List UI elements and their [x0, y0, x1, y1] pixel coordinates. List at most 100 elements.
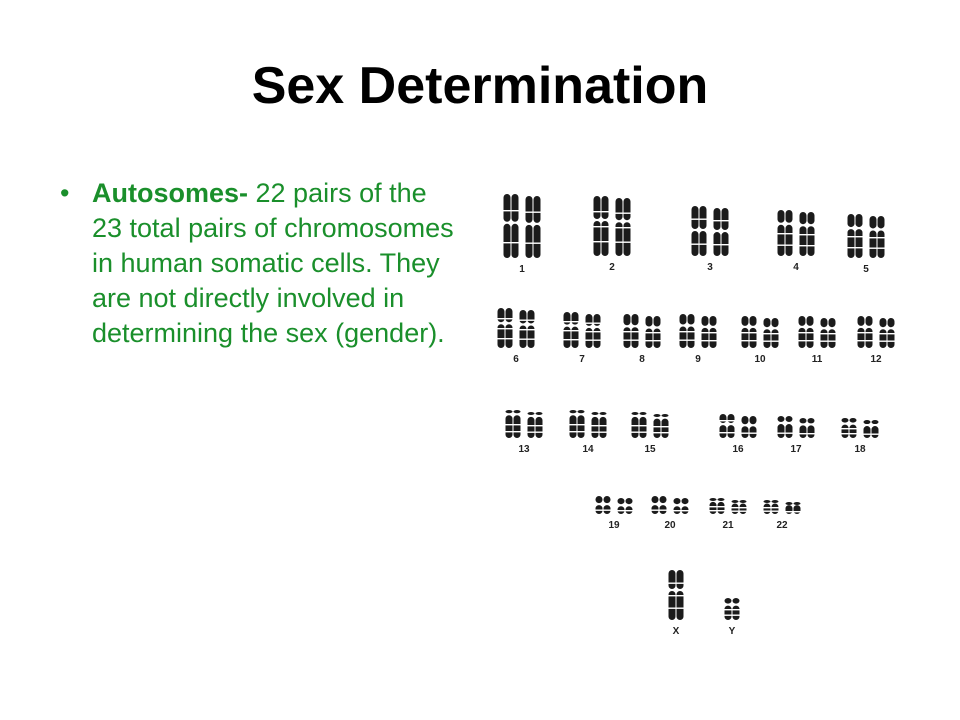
chromatid-arm [577, 415, 585, 438]
chromatid-arm [563, 312, 571, 325]
chromosome-pair [595, 496, 633, 514]
chromatid-arm [599, 416, 607, 438]
chromosome-pair [741, 316, 779, 348]
chromatid-arm [535, 416, 543, 438]
chromatid-arm [841, 424, 849, 438]
chromosome-band [661, 432, 669, 434]
chromosome-band [527, 425, 535, 427]
chromosome-label: 20 [664, 520, 676, 531]
chromatid-arm [763, 329, 771, 348]
chromatid-arm [668, 570, 676, 589]
chromatid-arm [673, 498, 681, 505]
chromosome-band [807, 433, 815, 435]
chromatid-arm [877, 230, 885, 258]
chromatid-arm [571, 312, 579, 325]
chromatid-arm [879, 329, 887, 348]
chromosome-pair [857, 316, 895, 348]
chromatid-arm [599, 412, 607, 415]
chromosome-band [741, 432, 749, 434]
chromatid-arm [513, 410, 521, 414]
chromatid-arm [717, 498, 725, 501]
chromosome-band [724, 614, 732, 616]
chromosome-band [511, 210, 519, 212]
chromatid-arm [603, 496, 611, 504]
chromatid-arm [763, 500, 771, 503]
chromosome-band [676, 582, 684, 584]
chromosome-band [709, 340, 717, 342]
chromatid-arm [741, 426, 749, 438]
chromosome-band [855, 236, 863, 238]
chromosome-band [585, 331, 593, 333]
chromosome-band [631, 339, 639, 341]
chromosome-band [849, 428, 857, 430]
chromosome-pair [777, 416, 815, 438]
chromosome-band [731, 507, 739, 509]
chromosome-label: 9 [695, 354, 701, 365]
chromosome-band [625, 510, 633, 512]
chromatid-arm [806, 327, 814, 348]
chromosome-band [497, 318, 505, 320]
chromosome-band [699, 218, 707, 220]
chromosome-band [653, 432, 661, 434]
chromatid-arm [799, 425, 807, 438]
chromatid-arm [571, 326, 579, 348]
chromosome-band [615, 241, 623, 243]
chromatid-arm [887, 329, 895, 348]
chromosome-band [599, 425, 607, 427]
chromosome-band [869, 237, 877, 239]
chromatid-arm [717, 501, 725, 514]
chromosome-band [593, 322, 601, 324]
chromosome-band [577, 431, 585, 433]
chromosome-band [847, 247, 855, 249]
chromosome-band [535, 425, 543, 427]
chromosome-pair [719, 414, 757, 438]
chromosome-band [631, 431, 639, 433]
chromosome-band [617, 510, 625, 512]
chromosome-pair [631, 412, 669, 438]
chromatid-arm [871, 426, 879, 438]
chromatid-arm [785, 224, 793, 256]
chromosome-band [525, 242, 533, 244]
chromatid-arm [777, 210, 785, 223]
chromatid-arm [645, 328, 653, 348]
chromosome-label: 19 [608, 520, 620, 531]
chromatid-arm [519, 310, 527, 324]
chromosome-band [828, 333, 836, 335]
chromatid-arm [771, 329, 779, 348]
chromosome-band [798, 340, 806, 342]
chromosome-band [719, 420, 727, 422]
chromosome-band [847, 236, 855, 238]
chromatid-arm [855, 214, 863, 228]
chromatid-arm [601, 221, 609, 256]
chromosome-band [869, 247, 877, 249]
chromosome-band [687, 331, 695, 333]
chromatid-arm [731, 500, 739, 503]
chromatid-arm [807, 418, 815, 424]
chromatid-arm [661, 414, 669, 417]
chromatid-arm [653, 418, 661, 438]
chromosome-band [651, 509, 659, 511]
chromatid-arm [661, 418, 669, 438]
chromosome-pair [724, 598, 740, 620]
chromatid-arm [653, 328, 661, 348]
chromosome-band [533, 242, 541, 244]
chromosome-pair [651, 496, 689, 514]
chromosome-label: 7 [579, 354, 585, 365]
chromosome-label: 6 [513, 354, 519, 365]
chromosome-pair [841, 418, 879, 438]
chromatid-arm [639, 412, 647, 415]
chromosome-band [820, 340, 828, 342]
chromosome-band [691, 218, 699, 220]
chromosome-band [527, 319, 535, 321]
chromosome-label: 4 [793, 262, 799, 273]
chromosome-band [799, 433, 807, 435]
chromosome-pair [503, 194, 541, 258]
chromatid-arm [676, 570, 684, 589]
chromatid-arm [691, 206, 699, 229]
chromosome-band [679, 339, 687, 341]
chromatid-arm [687, 314, 695, 325]
chromosome-pair [593, 196, 631, 256]
chromatid-arm [519, 325, 527, 348]
